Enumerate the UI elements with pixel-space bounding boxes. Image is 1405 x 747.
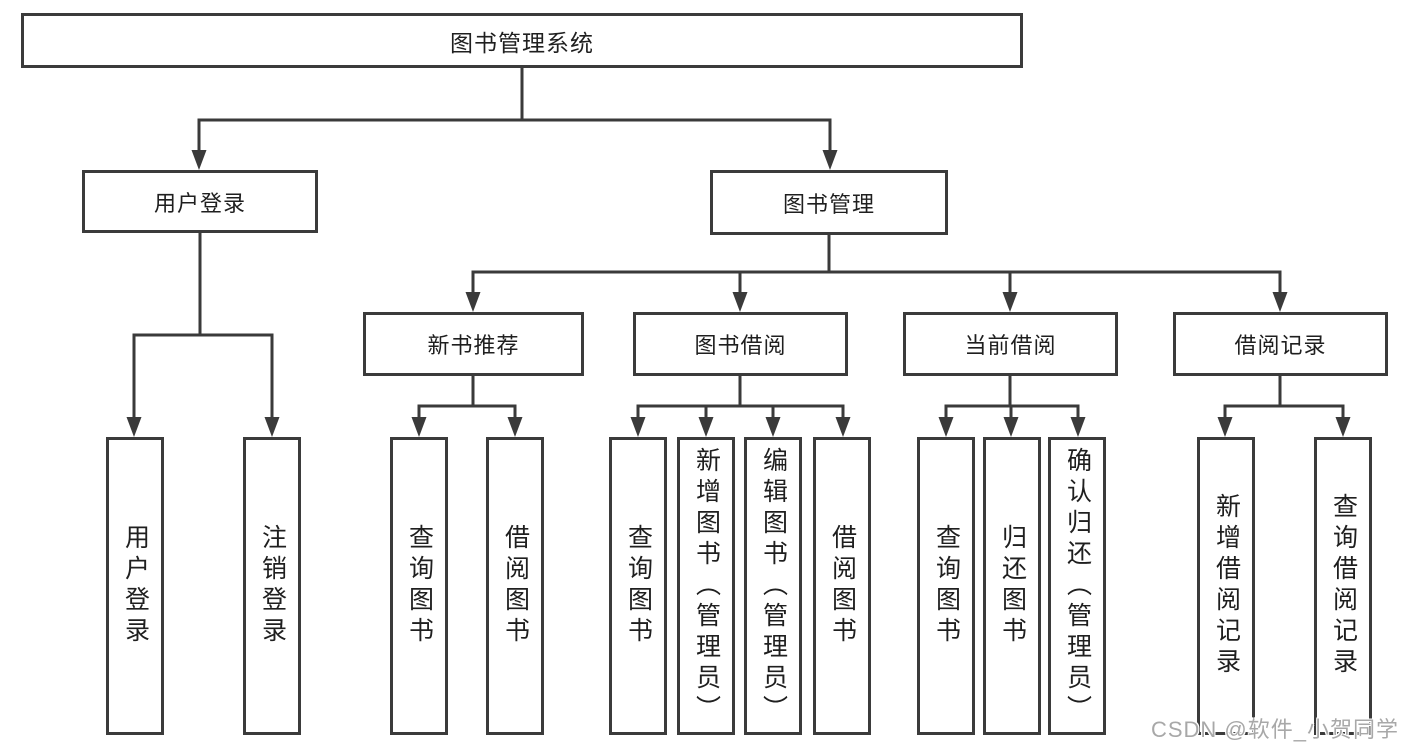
connector-user-login	[126, 233, 280, 437]
node-label: 当前借阅	[964, 333, 1057, 358]
leaf-borrow-books-2: 借阅图书	[813, 437, 871, 735]
connector-book-borrow	[630, 376, 851, 437]
leaf-query-books-recommend: 查询图书	[390, 437, 448, 735]
leaf-label: 查询借阅记录	[1329, 493, 1358, 679]
leaf-query-borrow-record: 查询借阅记录	[1314, 437, 1372, 735]
leaf-label: 查询图书	[932, 524, 961, 648]
leaf-edit-book-admin: 编辑图书（管理员）	[744, 437, 802, 735]
leaf-label: 注销登录	[258, 524, 287, 648]
leaf-label: 查询图书	[624, 524, 653, 648]
connector-new-book-recommend	[411, 376, 523, 437]
leaf-label: 归还图书	[998, 524, 1027, 648]
leaf-label: 编辑图书（管理员）	[759, 446, 788, 726]
leaf-logout: 注销登录	[243, 437, 301, 735]
node-user-login: 用户登录	[82, 170, 318, 233]
node-label: 图书借阅	[694, 333, 787, 358]
node-label: 用户登录	[153, 190, 246, 216]
node-book-borrow: 图书借阅	[633, 312, 848, 376]
leaf-add-borrow-record: 新增借阅记录	[1197, 437, 1255, 735]
leaf-label: 新增图书（管理员）	[692, 446, 721, 726]
leaf-confirm-return-admin: 确认归还（管理员）	[1048, 437, 1106, 735]
node-book-management: 图书管理	[710, 170, 948, 235]
connector-root	[191, 68, 838, 170]
csdn-watermark: CSDN @软件_小贺同学	[1150, 717, 1399, 742]
connector-borrow-records	[1217, 376, 1351, 437]
node-label: 图书管理	[782, 191, 875, 217]
connector-current-borrow	[938, 376, 1086, 437]
leaf-label: 确认归还（管理员）	[1063, 446, 1092, 726]
node-current-borrow: 当前借阅	[903, 312, 1118, 376]
node-label: 借阅记录	[1234, 333, 1327, 358]
node-label: 图书管理系统	[450, 29, 594, 56]
node-new-book-recommend: 新书推荐	[363, 312, 584, 376]
connector-book-management	[465, 235, 1288, 312]
leaf-label: 借阅图书	[501, 524, 530, 648]
leaf-return-book: 归还图书	[983, 437, 1041, 735]
leaf-query-books-borrow: 查询图书	[609, 437, 667, 735]
node-label: 新书推荐	[427, 333, 520, 358]
leaf-user-login: 用户登录	[106, 437, 164, 735]
leaf-add-book-admin: 新增图书（管理员）	[677, 437, 735, 735]
leaf-query-books-current: 查询图书	[917, 437, 975, 735]
node-borrow-records: 借阅记录	[1173, 312, 1388, 376]
leaf-label: 查询图书	[405, 524, 434, 648]
leaf-label: 用户登录	[121, 524, 150, 648]
leaf-label: 借阅图书	[828, 524, 857, 648]
leaf-borrow-books-recommend: 借阅图书	[486, 437, 544, 735]
leaf-label: 新增借阅记录	[1212, 493, 1241, 679]
node-root-book-management-system: 图书管理系统	[21, 13, 1023, 68]
